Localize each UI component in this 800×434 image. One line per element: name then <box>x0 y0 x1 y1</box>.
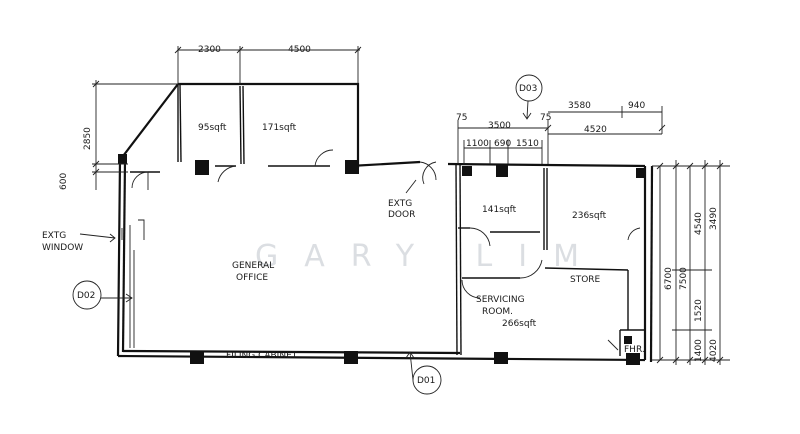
dim-1400: 1400 <box>694 339 704 362</box>
labels: 95sqft 171sqft 141sqft 236sqft 266sqft G… <box>42 45 719 386</box>
room-236-area: 236sqft <box>572 211 607 221</box>
dim-4020: 4020 <box>709 339 719 362</box>
dim-4500: 4500 <box>288 45 311 55</box>
dim-3490: 3490 <box>709 207 719 230</box>
callout-d03: D03 <box>519 84 537 94</box>
door-note-1: EXTG <box>388 199 412 209</box>
dim-1510: 1510 <box>516 139 539 149</box>
dim-4540: 4540 <box>694 212 704 235</box>
door-swings <box>131 149 641 351</box>
callout-d01: D01 <box>417 376 435 386</box>
window-note-1: EXTG <box>42 231 66 241</box>
filing-cabinet-label: FILING CABINET <box>226 351 298 361</box>
servicing-room-label-2: ROOM. <box>482 307 513 317</box>
dim-600: 600 <box>59 173 69 190</box>
interior-partitions <box>130 83 645 356</box>
dim-4520: 4520 <box>584 125 607 135</box>
dim-690: 690 <box>494 139 511 149</box>
dim-75-b: 75 <box>540 113 551 123</box>
door-note-2: DOOR <box>388 210 415 220</box>
dim-940: 940 <box>628 101 645 111</box>
dimension-lines <box>92 46 730 365</box>
dim-1100: 1100 <box>466 139 489 149</box>
servicing-room-label-1: SERVICING <box>476 295 525 305</box>
callout-d02: D02 <box>77 291 95 301</box>
room-141-area: 141sqft <box>482 205 517 215</box>
fhr-label: FHR. <box>624 345 645 355</box>
window-note-2: WINDOW <box>42 243 83 253</box>
general-office-label-1: GENERAL <box>232 261 274 271</box>
dim-3580: 3580 <box>568 101 591 111</box>
watermark: GARY LIM <box>255 239 605 274</box>
dim-2850: 2850 <box>83 127 93 150</box>
dim-2300: 2300 <box>198 45 221 55</box>
room-95-area: 95sqft <box>198 123 227 133</box>
callout-markers <box>72 74 543 395</box>
dim-75-a: 75 <box>456 113 467 123</box>
dim-6700: 6700 <box>664 267 674 290</box>
dim-7500: 7500 <box>679 267 689 290</box>
room-266-area: 266sqft <box>502 319 537 329</box>
window-marks <box>121 219 145 348</box>
store-label: STORE <box>570 275 601 285</box>
room-171-area: 171sqft <box>262 123 297 133</box>
columns <box>118 154 646 365</box>
dim-3500: 3500 <box>488 121 511 131</box>
general-office-label-2: OFFICE <box>236 273 268 283</box>
dim-1520: 1520 <box>694 299 704 322</box>
